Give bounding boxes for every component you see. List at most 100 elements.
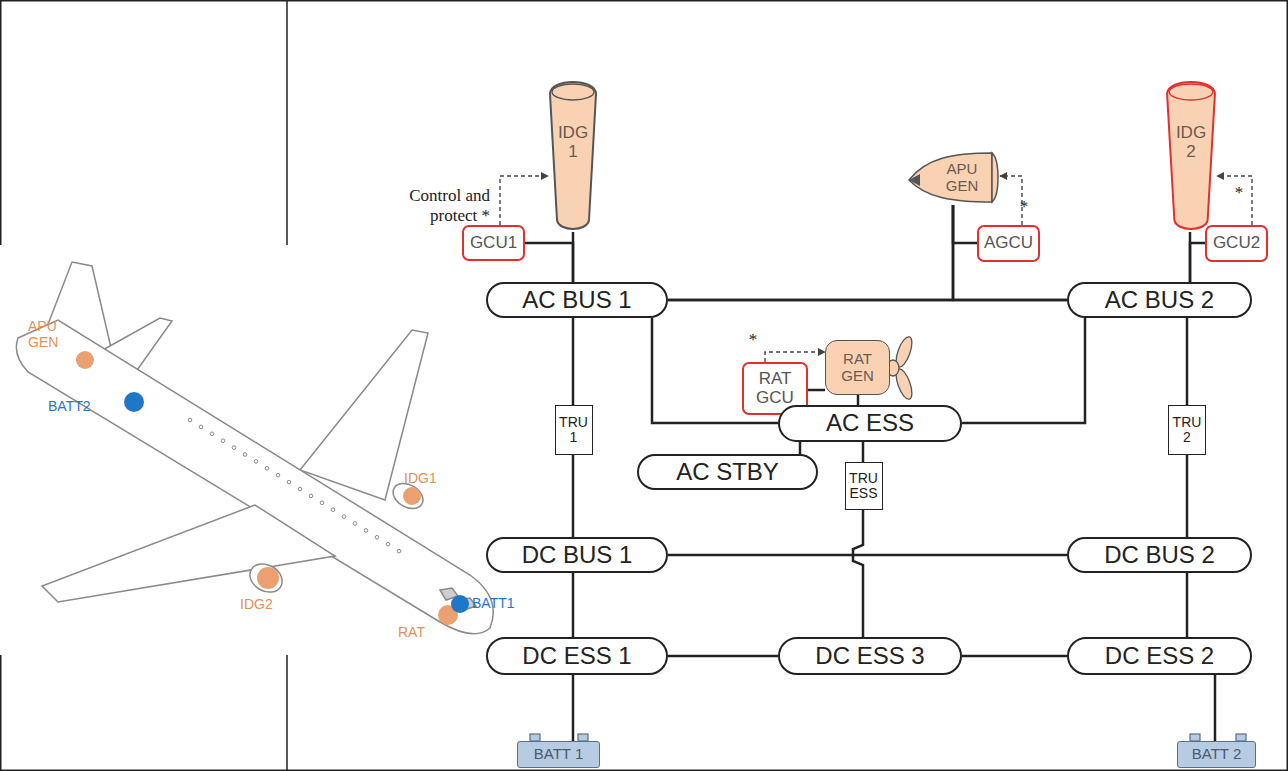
- power-wire: [953, 205, 1067, 300]
- apu-cap: [992, 153, 998, 202]
- cabin-window: [342, 515, 346, 519]
- battery: BATT 1: [517, 741, 600, 768]
- location-label: IDG2: [240, 596, 290, 612]
- location-label: BATT1: [472, 595, 522, 611]
- apu-tip: [909, 174, 920, 186]
- battery-dot: [124, 392, 144, 412]
- cabin-window: [287, 480, 291, 484]
- annotation-note: Control and protect *: [395, 186, 490, 225]
- battery-dot: [451, 595, 469, 613]
- node-label: BATT 2: [1192, 746, 1241, 763]
- node-label: AC BUS 1: [522, 287, 631, 313]
- cabin-window: [331, 508, 335, 512]
- cabin-window: [254, 460, 258, 464]
- node-label: AGCU: [984, 234, 1033, 253]
- terminal: [1190, 734, 1200, 741]
- fuselage: [16, 320, 493, 634]
- location-label: RAT: [398, 624, 438, 640]
- footnote-mark: *: [1017, 197, 1031, 217]
- footnote-mark: *: [1232, 183, 1246, 203]
- power-bus: AC BUS 1: [486, 282, 668, 318]
- node-label: DC BUS 1: [522, 542, 633, 568]
- node-label: TRU ESS: [849, 471, 879, 502]
- node-label: RAT GEN: [836, 351, 880, 384]
- nacelle-body: [550, 82, 596, 229]
- control-link: [765, 352, 825, 362]
- location-label: APU GEN: [28, 318, 88, 350]
- power-wire: [1214, 675, 1217, 741]
- power-wire: [808, 389, 825, 392]
- cabin-window: [210, 432, 214, 436]
- footnote-mark: *: [746, 330, 760, 350]
- terminal: [1236, 734, 1246, 741]
- terminal: [578, 734, 588, 741]
- power-wire: [572, 573, 575, 637]
- power-wire: [1186, 455, 1189, 537]
- cabin-window: [397, 549, 401, 553]
- node-label: AC STBY: [676, 459, 779, 485]
- cabin-window: [364, 529, 368, 533]
- node-label: IDG 1: [553, 124, 593, 161]
- power-wire: [668, 205, 953, 300]
- cabin-window: [265, 467, 269, 471]
- node-label: GCU1: [470, 234, 517, 253]
- control-unit: AGCU: [977, 225, 1040, 262]
- idg-dot: [403, 487, 421, 505]
- cabin-window: [353, 522, 357, 526]
- generator-nacelle: IDG 2: [1165, 78, 1217, 232]
- node-label: GCU2: [1213, 234, 1260, 253]
- power-wire: [1190, 243, 1205, 282]
- power-wire: [668, 554, 1067, 557]
- transformer-rectifier: TRU ESS: [845, 462, 883, 510]
- power-wire: [962, 655, 1067, 658]
- node-label: DC ESS 1: [522, 643, 631, 669]
- transformer-rectifier: TRU 1: [555, 405, 593, 455]
- apu-body: [909, 153, 992, 202]
- rat-generator: RAT GEN: [825, 340, 890, 395]
- power-wire: [962, 318, 1085, 423]
- power-bus: DC ESS 3: [778, 637, 962, 675]
- nacelle-inlet: [552, 84, 594, 100]
- rat-propeller: [887, 335, 915, 401]
- power-wire: [1186, 318, 1189, 405]
- node-label: IDG 2: [1171, 124, 1211, 161]
- airplane: [16, 262, 493, 634]
- node-label: DC ESS 3: [815, 643, 924, 669]
- control-unit: GCU1: [462, 225, 525, 261]
- power-wire: [668, 655, 778, 658]
- power-bus: DC BUS 2: [1067, 537, 1252, 573]
- control-link: [500, 176, 548, 225]
- node-label: RAT GCU: [752, 370, 798, 407]
- apu-dot: [76, 351, 94, 369]
- control-unit: GCU2: [1205, 225, 1268, 262]
- node-label: TRU 2: [1172, 415, 1202, 446]
- location-dots: [76, 351, 469, 625]
- transformer-rectifier: TRU 2: [1168, 405, 1206, 455]
- control-link: [1000, 176, 1022, 225]
- nacelle-body: [1167, 82, 1215, 229]
- cabin-window: [375, 536, 379, 540]
- power-bus: AC STBY: [637, 454, 818, 490]
- power-wire: [1186, 573, 1189, 637]
- node-label: AC ESS: [826, 410, 914, 436]
- cabin-window: [243, 453, 247, 457]
- power-bus: AC ESS: [778, 405, 962, 442]
- window-row: [188, 418, 401, 553]
- idg-dot: [257, 567, 279, 589]
- apu-generator: APU GEN: [908, 150, 1000, 205]
- generator-nacelle: IDG 1: [548, 78, 598, 232]
- power-wire: [572, 675, 575, 741]
- power-wire: [572, 318, 575, 405]
- cabin-window: [188, 418, 192, 422]
- power-wire: [572, 455, 575, 537]
- power-wire: [953, 205, 977, 243]
- near-wing: [42, 505, 335, 602]
- cabin-window: [221, 439, 225, 443]
- engine-near: [245, 558, 287, 598]
- power-wire: [525, 243, 573, 282]
- node-label: TRU 1: [559, 415, 589, 446]
- location-label: BATT2: [48, 398, 108, 414]
- cabin-window: [276, 473, 280, 477]
